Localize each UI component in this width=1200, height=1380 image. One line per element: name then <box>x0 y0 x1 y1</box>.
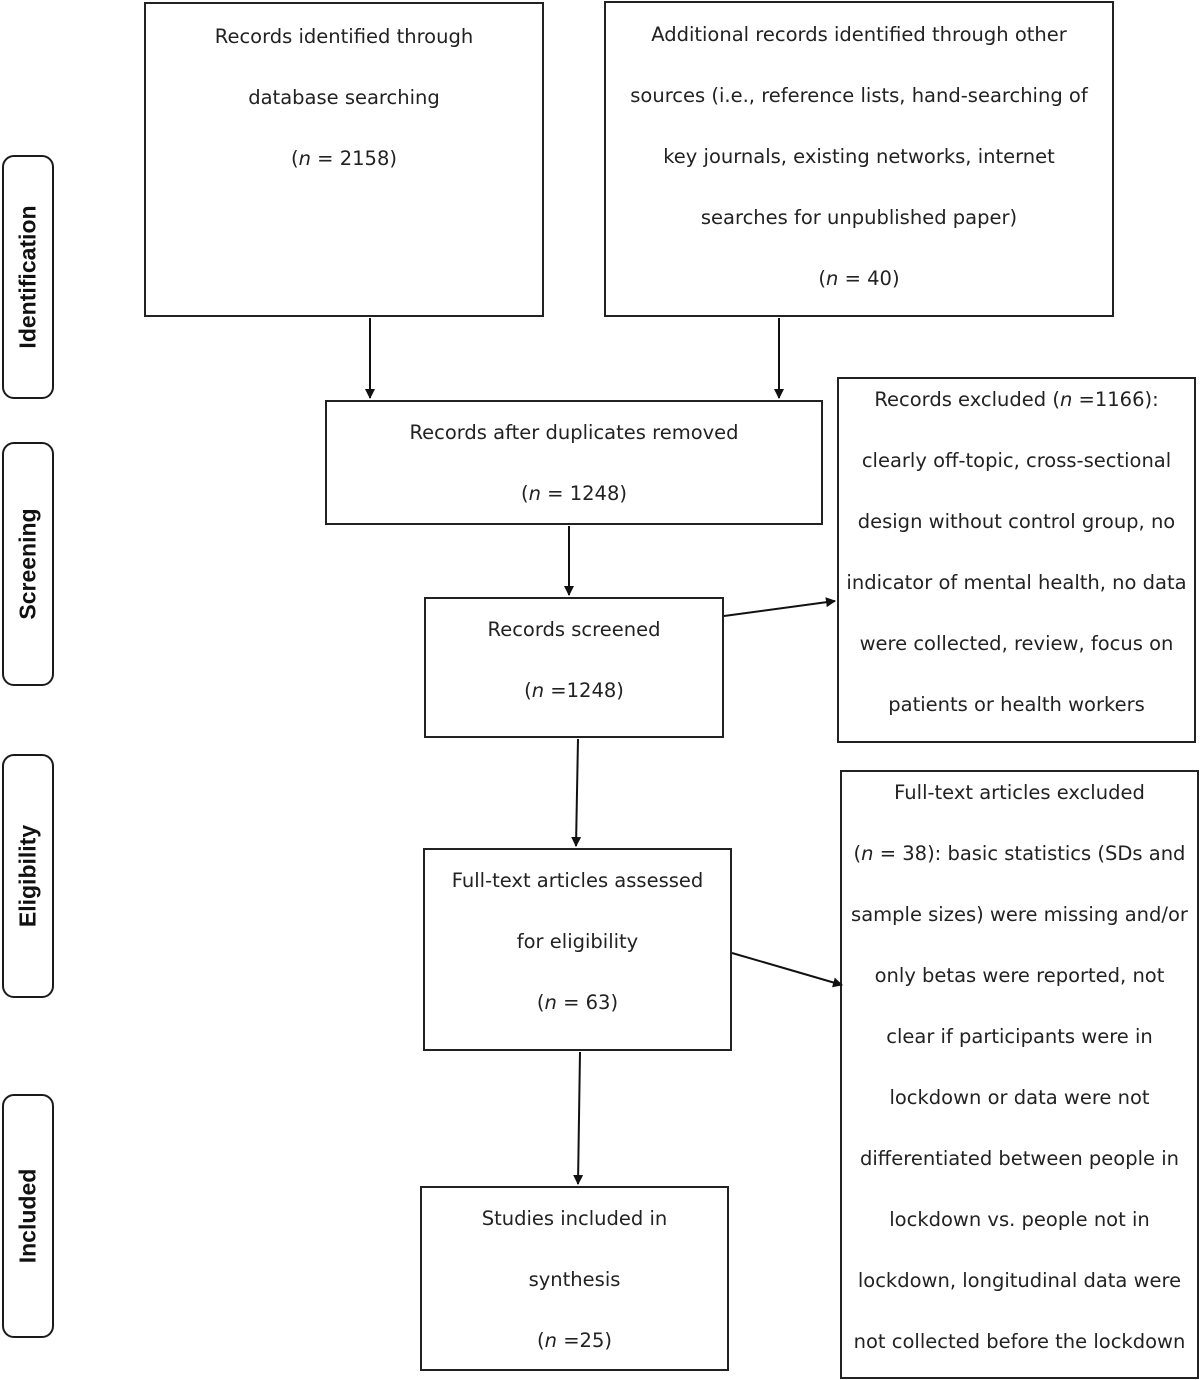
box-records-screened: Records screened (n =1248) <box>424 597 724 738</box>
box-ft-excluded-line2: (n = 38): basic statistics (SDs and <box>853 842 1186 865</box>
box-screened-count: (n =1248) <box>524 679 624 702</box>
box-ft-excluded-line6: lockdown or data were not <box>889 1086 1150 1109</box>
box-included-line1: Studies included in <box>481 1207 668 1230</box>
box-other-line1: Additional records identified through ot… <box>651 23 1067 46</box>
box-ft-excluded-line1: Full-text articles excluded <box>894 781 1145 804</box>
box-other-sources: Additional records identified through ot… <box>604 1 1114 317</box>
box-ft-excluded-line10: not collected before the lockdown <box>853 1330 1186 1353</box>
box-database-count: (n = 2158) <box>291 147 397 170</box>
phase-screening: Screening <box>2 442 54 686</box>
box-ft-excluded-line7: differentiated between people in <box>860 1147 1179 1170</box>
box-ft-excluded-line4: only betas were reported, not <box>874 964 1165 987</box>
box-excluded-line5: were collected, review, focus on <box>859 632 1174 655</box>
box-included-line2: synthesis <box>528 1268 621 1291</box>
box-after-duplicates: Records after duplicates removed (n = 12… <box>325 400 823 525</box>
box-excluded-line3: design without control group, no <box>857 510 1176 533</box>
box-excluded-line6: patients or health workers <box>888 693 1145 716</box>
box-excluded-line2: clearly off-topic, cross-sectional <box>861 449 1172 472</box>
box-included-count: (n =25) <box>537 1329 612 1352</box>
box-screened-line1: Records screened <box>487 618 661 641</box>
phase-eligibility: Eligibility <box>2 754 54 998</box>
box-records-excluded: Records excluded (n =1166): clearly off-… <box>837 377 1196 743</box>
box-other-line4: searches for unpublished paper) <box>700 206 1018 229</box>
box-excluded-line1: Records excluded (n =1166): <box>874 388 1159 411</box>
box-after-duplicates-line1: Records after duplicates removed <box>409 421 739 444</box>
box-database-line2: database searching <box>248 86 440 109</box>
box-database-records: Records identified through database sear… <box>144 2 544 317</box>
box-other-line3: key journals, existing networks, interne… <box>663 145 1055 168</box>
box-excluded-line4: indicator of mental health, no data <box>846 571 1187 594</box>
box-assessed-count: (n = 63) <box>536 991 619 1014</box>
box-ft-excluded-line5: clear if participants were in <box>886 1025 1153 1048</box>
box-ft-excluded-line3: sample sizes) were missing and/or <box>851 903 1188 926</box>
arrow-screened-to-excluded <box>723 597 836 617</box>
box-studies-included: Studies included in synthesis (n =25) <box>420 1186 729 1371</box>
box-fulltext-excluded: Full-text articles excluded (n = 38): ba… <box>840 770 1199 1379</box>
box-other-count: (n = 40) <box>818 267 900 290</box>
phase-identification: Identification <box>2 155 54 399</box>
arrow-assessed-to-included <box>573 1051 584 1185</box>
box-ft-excluded-line8: lockdown vs. people not in <box>889 1208 1150 1231</box>
box-ft-excluded-line9: lockdown, longitudinal data were <box>857 1269 1182 1292</box>
box-assessed-line2: for eligibility <box>516 930 639 953</box>
phase-included: Included <box>2 1094 54 1338</box>
box-other-line2: sources (i.e., reference lists, hand-sea… <box>630 84 1088 107</box>
box-fulltext-assessed: Full-text articles assessed for eligibil… <box>423 848 732 1051</box>
box-database-line1: Records identified through <box>214 25 474 48</box>
arrow-assessed-to-ft-excluded <box>731 952 843 988</box>
box-assessed-line1: Full-text articles assessed <box>451 869 704 892</box>
box-after-duplicates-count: (n = 1248) <box>521 482 627 505</box>
arrow-screened-to-assessed <box>571 738 582 847</box>
